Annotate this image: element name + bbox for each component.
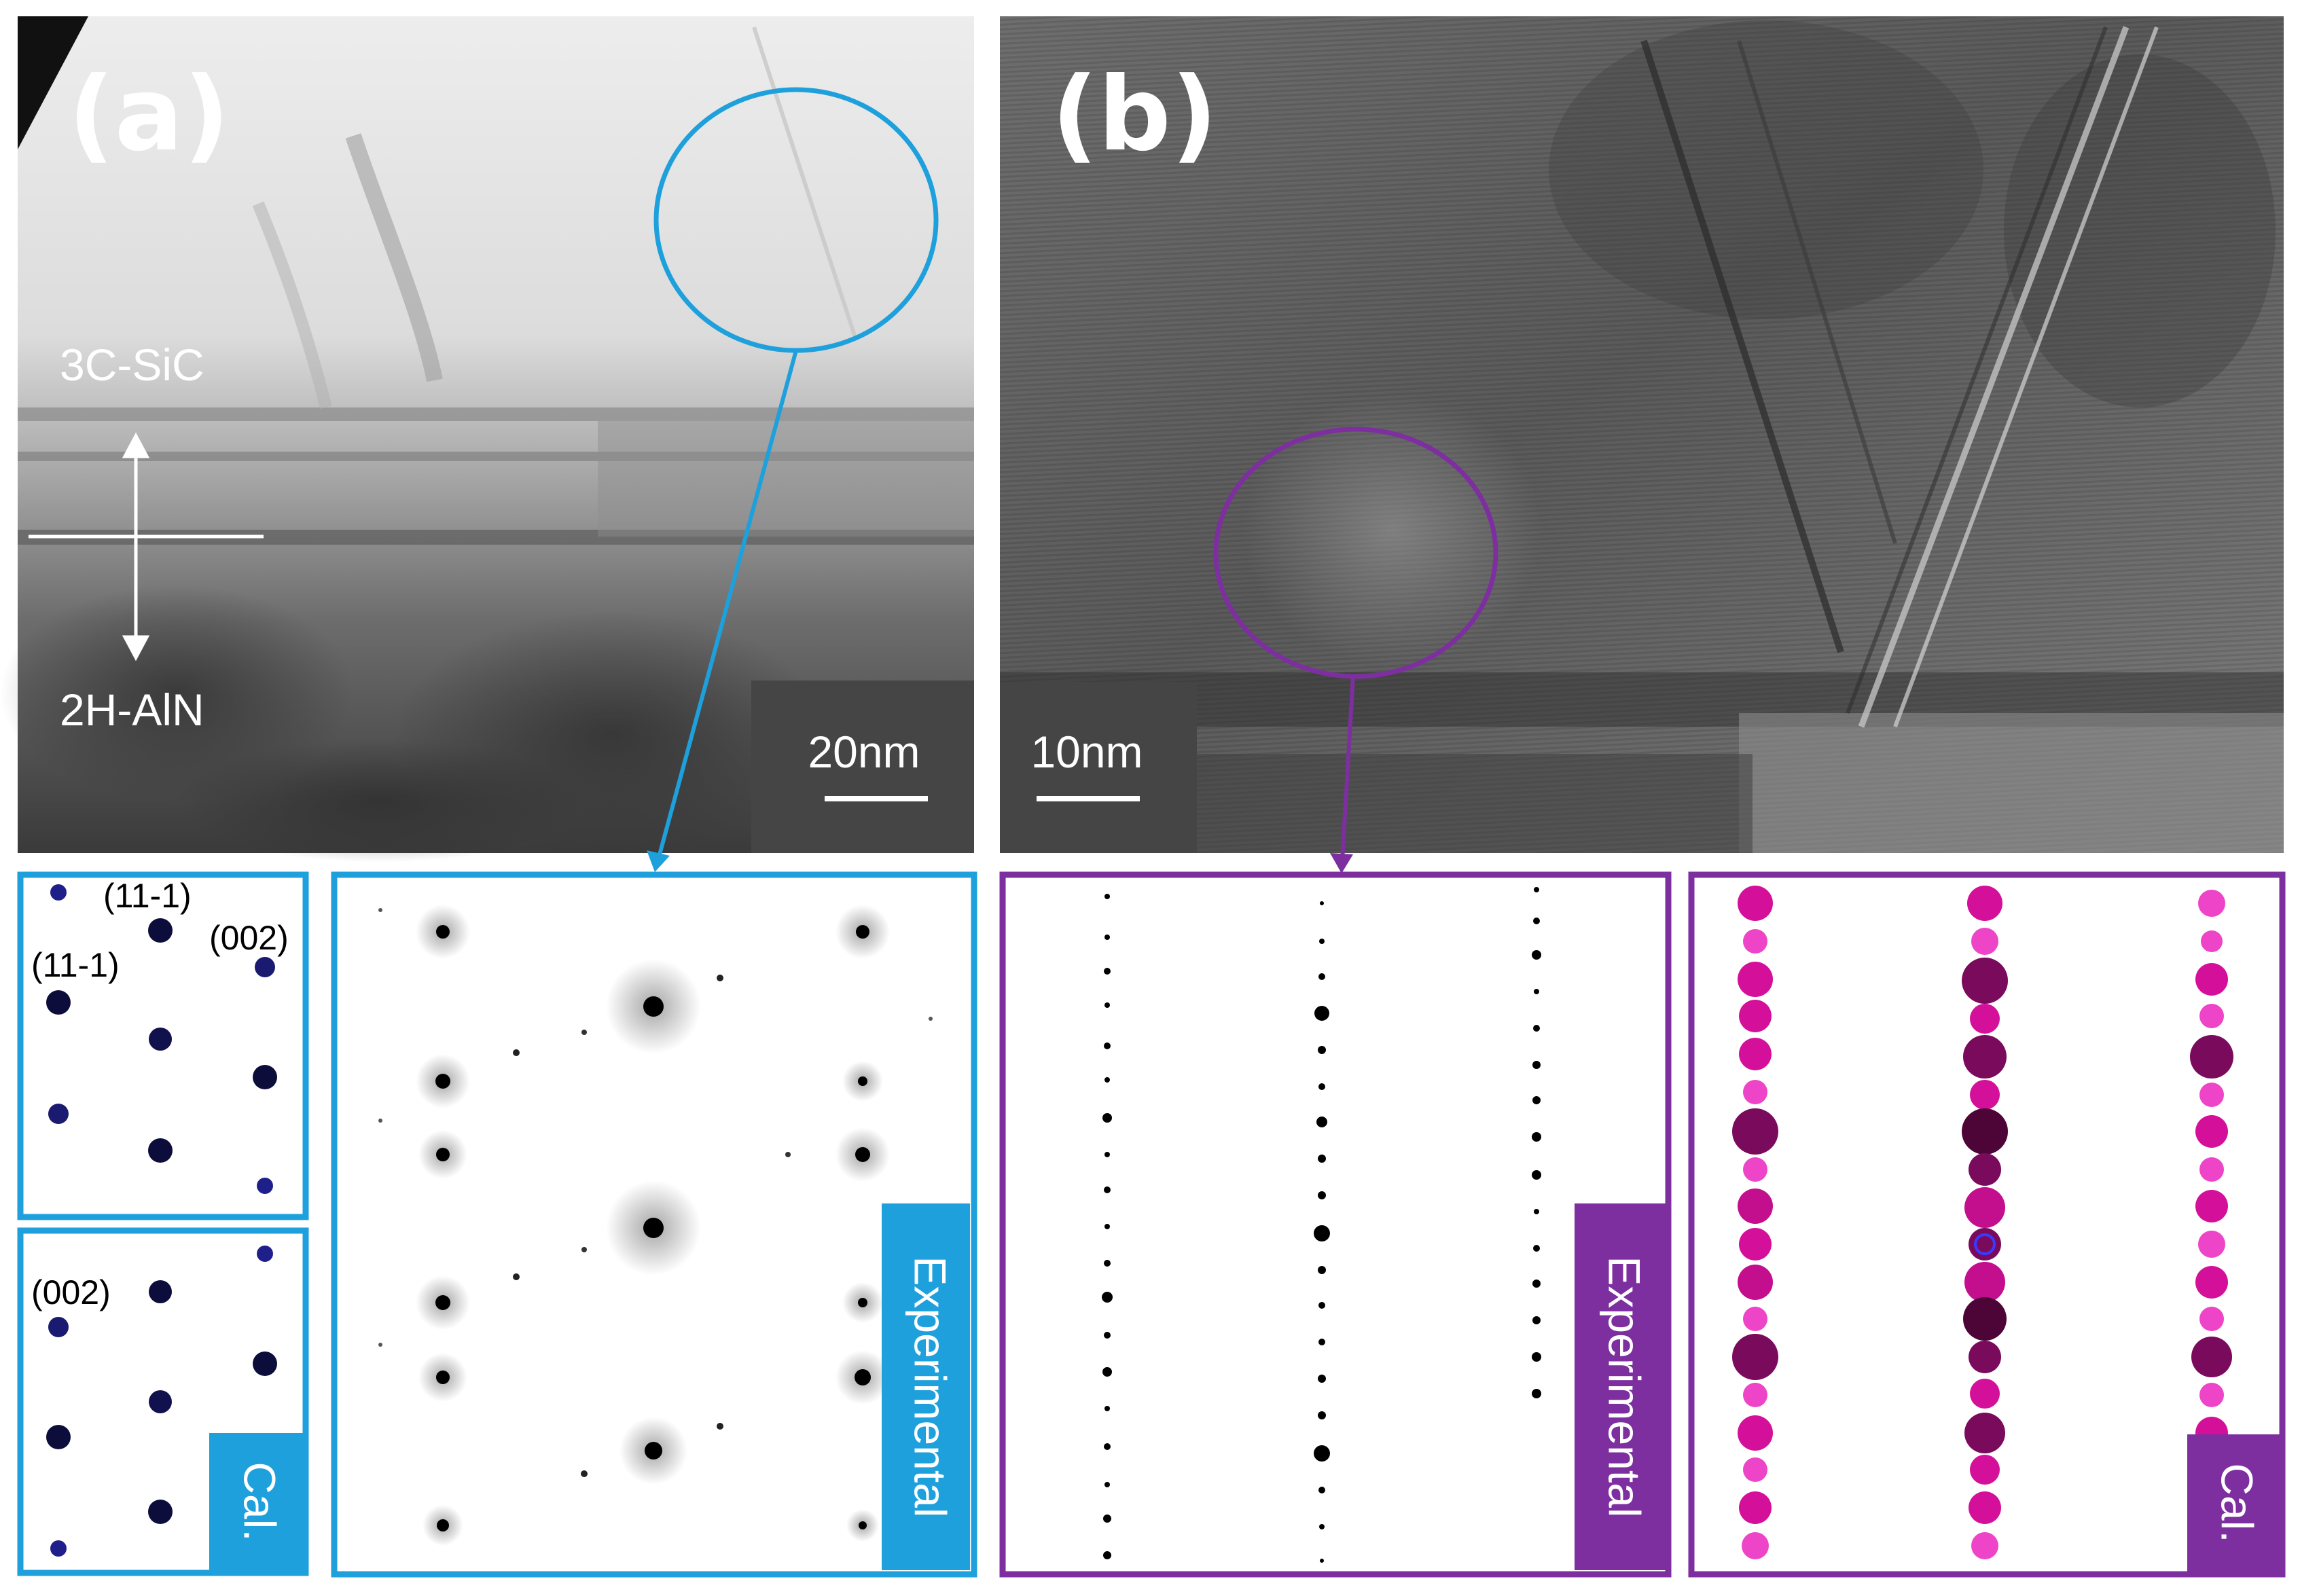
scale-bar-b: 10nm bbox=[1000, 682, 1197, 853]
scale-bar-b-label: 10nm bbox=[1030, 727, 1143, 777]
scale-bar-a-label: 20nm bbox=[808, 727, 920, 777]
selected-area-circle-b bbox=[1213, 427, 1498, 679]
experimental-pattern-b bbox=[999, 871, 1672, 1578]
experimental-tag-b: Experimental bbox=[1600, 1256, 1650, 1517]
connector-arrow-b bbox=[1330, 676, 1355, 873]
panel-a-tem-image bbox=[0, 16, 974, 863]
scale-bar-a: 20nm bbox=[751, 681, 974, 853]
panel-b-hrtem-image bbox=[1000, 16, 2284, 853]
panel-a-label: (a) bbox=[68, 56, 230, 174]
panel-b-label: (b) bbox=[1052, 56, 1217, 174]
miller-index-label: (002) bbox=[209, 919, 289, 957]
miller-index-label: (11-1) bbox=[103, 877, 192, 915]
cal-tag-a: Cal. bbox=[235, 1462, 285, 1541]
calculated-pattern-a-bottom bbox=[17, 1227, 309, 1576]
calculated-pattern-b bbox=[1688, 871, 2286, 1578]
arrow-down-icon bbox=[122, 635, 150, 661]
cal-tag-b: Cal. bbox=[2212, 1463, 2263, 1542]
miller-index-label: (002) bbox=[31, 1273, 111, 1311]
arrow-up-icon bbox=[122, 432, 150, 458]
material-label-2h-aln: 2H-AlN bbox=[60, 685, 204, 735]
miller-index-label: (11-1) bbox=[31, 946, 120, 984]
experimental-tag-a: Experimental bbox=[905, 1256, 956, 1517]
interface-crosshair bbox=[29, 432, 264, 661]
connector-arrow-a bbox=[647, 350, 798, 872]
material-label-3c-sic: 3C-SiC bbox=[60, 340, 204, 390]
calculated-pattern-a-top bbox=[17, 871, 309, 1220]
experimental-pattern-a bbox=[331, 871, 977, 1578]
zone-axis-marker-icon bbox=[1974, 1233, 1996, 1255]
